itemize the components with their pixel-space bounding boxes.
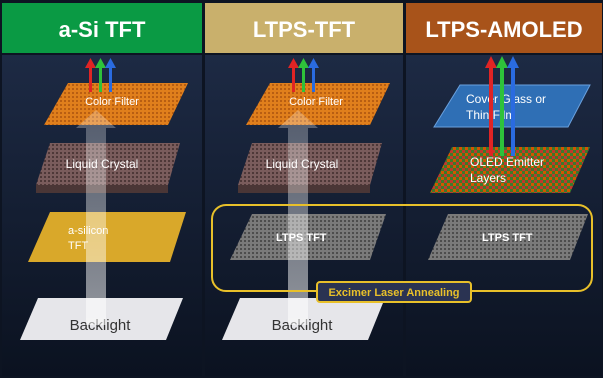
backlight-label: Backlight [272,317,334,334]
backlight-label: Backlight [70,317,132,334]
cover-glass-label: Cover Glass or [466,92,546,106]
rgb-rays-icon [85,58,116,92]
backlight-beam-arrow [278,110,318,325]
color-filter-layer [44,83,188,125]
color-filter-label: Color Filter [289,96,343,108]
oled-emitter-layer [430,147,590,193]
backlight-beam-arrow [76,110,116,325]
rgb-rays-icon [485,56,519,156]
header-bar-a-si [2,3,202,53]
color-filter-label: Color Filter [85,96,139,108]
header-bar-amoled [406,3,602,53]
ltps-tft-layer [428,214,588,260]
a-silicon-tft-layer [28,212,186,262]
rgb-rays-icon [288,58,319,92]
column-title: a-Si TFT [59,17,146,42]
color-filter-layer [246,83,390,125]
header-bar-ltps [205,3,403,53]
column-title: LTPS-TFT [253,17,356,42]
excimer-laser-label: Excimer Laser Annealing [328,287,459,299]
liquid-crystal-layer [36,143,180,185]
oled-label: Layers [470,171,506,185]
oled-label: OLED Emitter [470,155,544,169]
ltps-tft-label: LTPS TFT [482,232,533,244]
excimer-laser-callout [316,281,472,303]
column-title: LTPS-AMOLED [425,17,582,42]
liquid-crystal-layer [238,143,382,185]
a-silicon-label: TFT [68,240,88,252]
